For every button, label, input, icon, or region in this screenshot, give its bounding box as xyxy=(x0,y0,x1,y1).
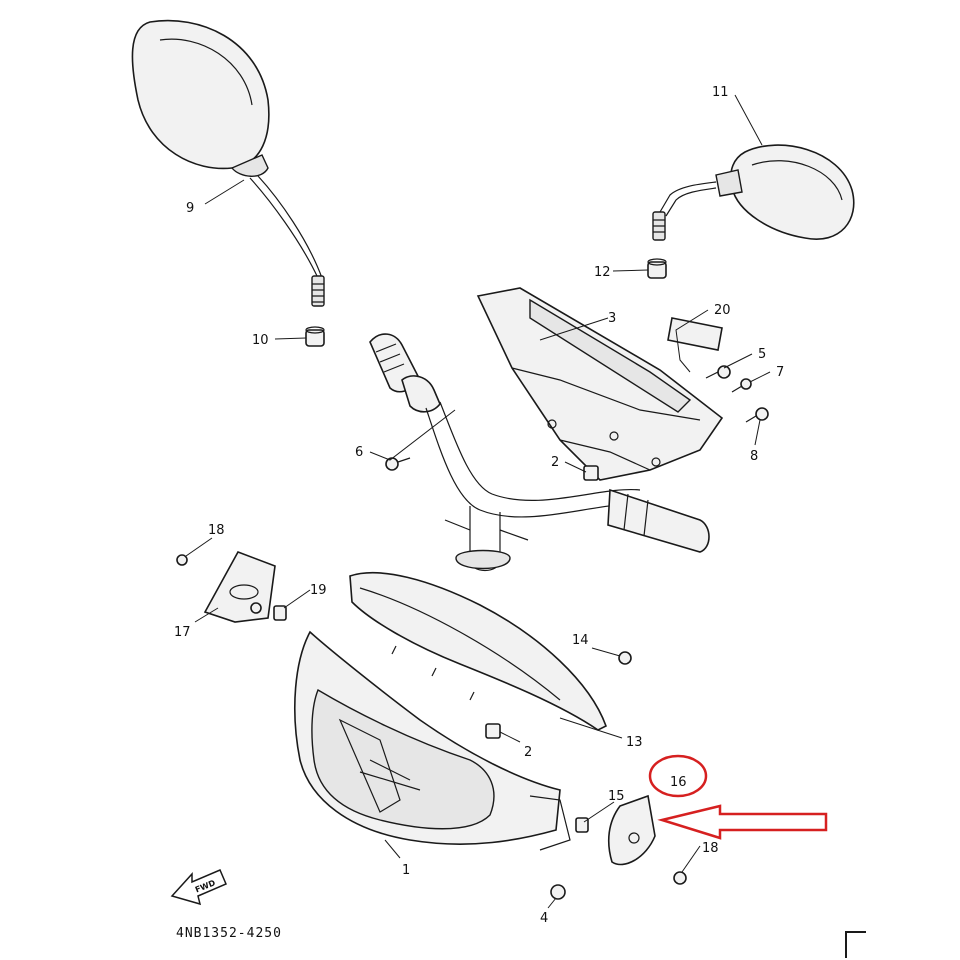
screw-5 xyxy=(705,365,731,379)
nut-10 xyxy=(305,326,325,347)
drawing-code: 4NB1352-4250 xyxy=(176,926,282,941)
nut-2-lower xyxy=(485,723,501,739)
nut-12 xyxy=(647,258,667,279)
handlebar xyxy=(369,333,710,572)
callout-14: 14 xyxy=(572,633,589,648)
callout-18-upper: 18 xyxy=(208,523,225,538)
highlight-circle xyxy=(648,754,708,798)
fwd-arrow-icon: FWD xyxy=(170,869,227,906)
callout-19: 19 xyxy=(310,583,327,598)
screw-8 xyxy=(745,407,769,423)
left-mirror xyxy=(131,19,325,307)
callout-13: 13 xyxy=(626,735,643,750)
corner-mark xyxy=(845,931,866,958)
callout-3: 3 xyxy=(608,311,616,326)
screw-14 xyxy=(618,651,632,665)
visor-13 xyxy=(349,571,607,731)
callout-9: 9 xyxy=(186,201,194,216)
screw-7 xyxy=(731,378,752,393)
screw-4 xyxy=(550,884,566,900)
callout-12: 12 xyxy=(594,265,611,280)
screw-18-lower xyxy=(673,871,687,885)
callout-18-lower: 18 xyxy=(702,841,719,856)
callout-6: 6 xyxy=(355,445,363,460)
front-cover-1 xyxy=(294,630,571,851)
handlebar-cover xyxy=(476,287,724,481)
callout-5: 5 xyxy=(758,347,766,362)
leader-lines xyxy=(185,94,771,909)
callout-8: 8 xyxy=(750,449,758,464)
callout-numbers: 9 10 11 12 20 3 5 7 8 6 2 18 19 17 14 13… xyxy=(174,85,784,926)
callout-2-lower: 2 xyxy=(524,745,532,760)
callout-17: 17 xyxy=(174,625,191,640)
callout-7: 7 xyxy=(776,365,784,380)
callout-15: 15 xyxy=(608,789,625,804)
callout-16: 16 xyxy=(670,775,687,790)
callout-10: 10 xyxy=(252,333,269,348)
highlight-arrow xyxy=(657,804,828,840)
callout-20: 20 xyxy=(714,303,731,318)
screw-6 xyxy=(385,457,411,471)
nut-2-upper xyxy=(583,465,599,481)
bracket-16 xyxy=(607,794,656,866)
callout-1: 1 xyxy=(402,863,410,878)
callout-4: 4 xyxy=(540,911,548,926)
callout-11: 11 xyxy=(712,85,729,100)
bracket-17 xyxy=(176,551,287,623)
callout-2-upper: 2 xyxy=(551,455,559,470)
right-mirror xyxy=(652,144,855,241)
